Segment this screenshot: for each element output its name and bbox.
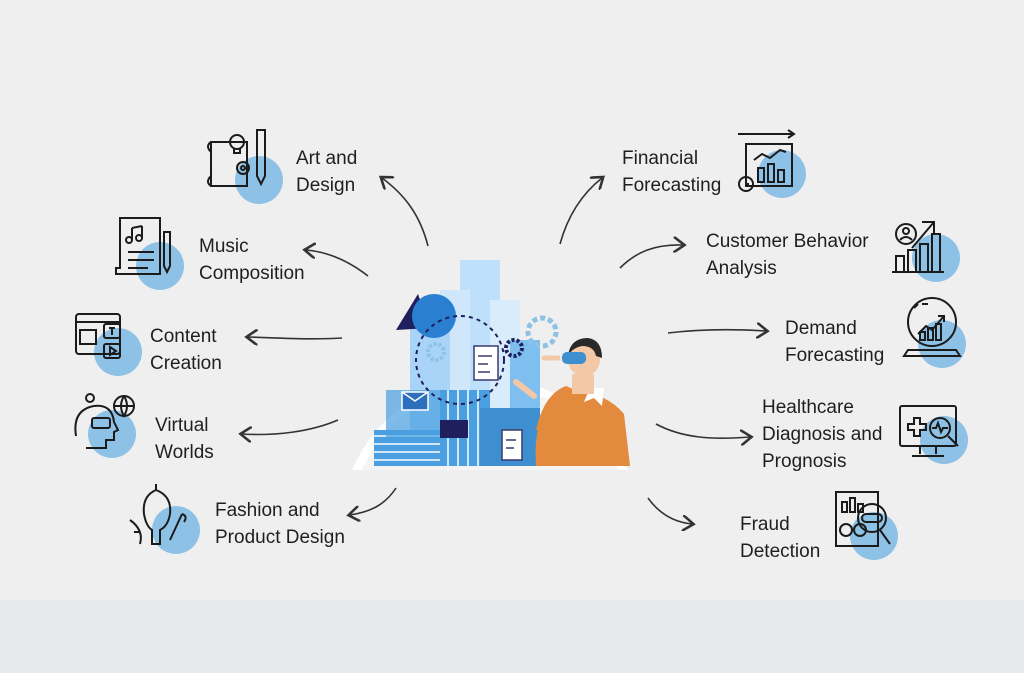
art-design-label: Art and Design: [296, 145, 357, 199]
bottom-band: [0, 600, 1024, 673]
medical-monitor-icon: [896, 398, 976, 478]
healthcare-line1: Healthcare: [762, 397, 854, 418]
arrow-art: [382, 178, 429, 247]
vr-head-icon: [68, 388, 148, 468]
art-design-line1: Art and: [296, 148, 358, 169]
virtual-line1: Virtual: [155, 415, 209, 436]
content-label: Content Creation: [150, 323, 222, 377]
content-line2: Creation: [150, 353, 222, 374]
art-design-icon: [203, 124, 283, 204]
demand-line2: Forecasting: [785, 345, 885, 366]
fraud-magnifier-icon: [832, 486, 912, 566]
arrow-customer: [619, 245, 683, 269]
mannequin-icon: [126, 476, 206, 556]
music-line2: Composition: [199, 263, 305, 284]
healthcare-line3: Prognosis: [762, 451, 847, 472]
arrow-content: [248, 337, 343, 339]
healthcare-line2: Diagnosis and: [762, 424, 883, 445]
arrow-fraud: [647, 497, 692, 524]
music-sheet-icon: [106, 210, 186, 290]
financial-chart-icon: [734, 124, 814, 204]
music-label: Music Composition: [199, 233, 305, 287]
financial-label: Financial Forecasting: [622, 145, 721, 199]
demand-line1: Demand: [785, 318, 857, 339]
virtual-label: Virtual Worlds: [155, 412, 214, 466]
financial-line1: Financial: [622, 148, 699, 169]
arrow-fashion: [350, 487, 397, 515]
fashion-line2: Product Design: [215, 527, 345, 548]
customer-line1: Customer Behavior: [706, 231, 869, 252]
healthcare-label: Healthcare Diagnosis and Prognosis: [762, 394, 882, 475]
financial-line2: Forecasting: [622, 175, 722, 196]
music-line1: Music: [199, 236, 249, 257]
person-with-vr-headset-and-city-icon: [340, 240, 640, 480]
crystal-ball-chart-icon: [900, 294, 980, 374]
fraud-line1: Fraud: [740, 514, 790, 535]
arrow-healthcare: [655, 423, 750, 438]
fraud-line2: Detection: [740, 541, 821, 562]
fraud-label: Fraud Detection: [740, 511, 820, 565]
customer-label: Customer Behavior Analysis: [706, 228, 869, 282]
arrow-financial: [559, 178, 602, 245]
content-line1: Content: [150, 326, 217, 347]
demand-label: Demand Forecasting: [785, 315, 884, 369]
arrow-demand: [667, 330, 766, 333]
arrow-music: [306, 250, 369, 277]
arrow-virtual: [242, 419, 339, 434]
fashion-label: Fashion and Product Design: [215, 497, 345, 551]
fashion-line1: Fashion and: [215, 500, 320, 521]
virtual-line2: Worlds: [155, 442, 214, 463]
content-media-icon: [72, 306, 152, 386]
customer-line2: Analysis: [706, 258, 777, 279]
customer-growth-icon: [888, 216, 968, 296]
art-design-line2: Design: [296, 175, 356, 196]
